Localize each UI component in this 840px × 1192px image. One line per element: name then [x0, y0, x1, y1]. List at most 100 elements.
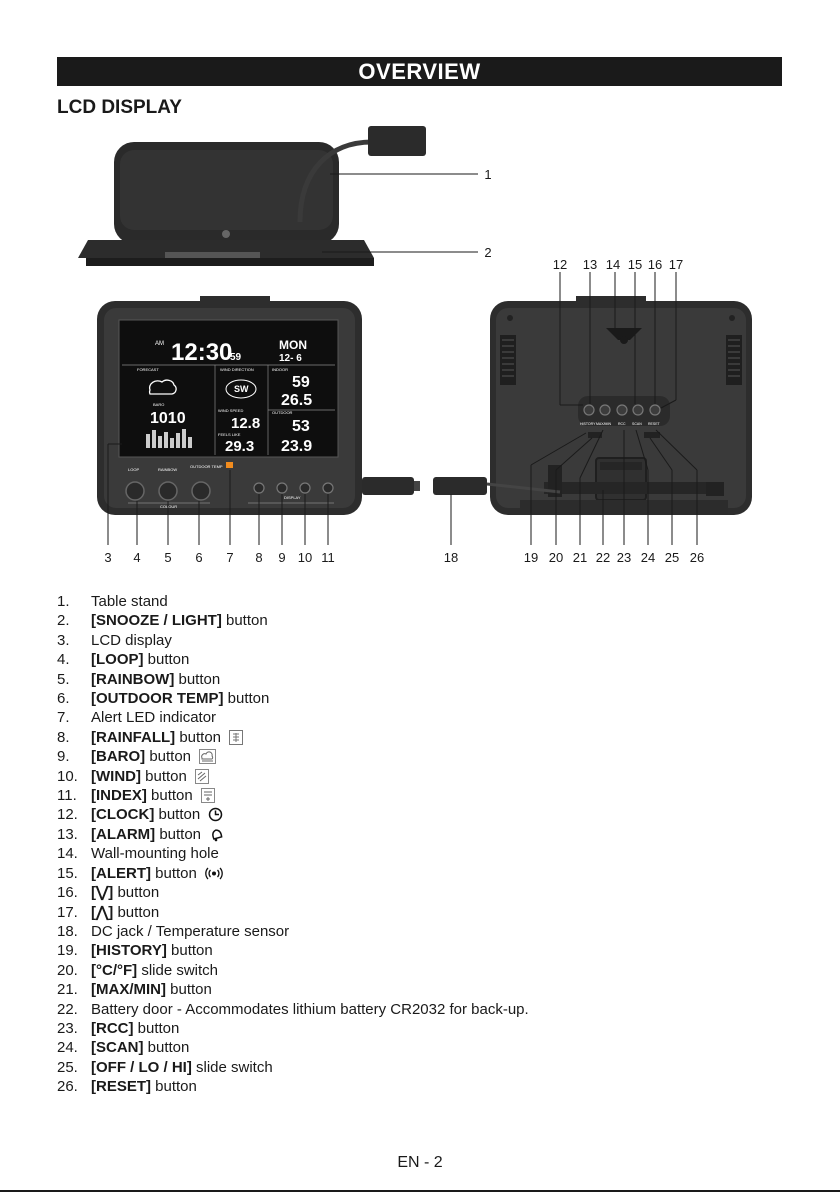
lcd-feels-like-temp: 29.3	[225, 438, 254, 455]
list-item: 13.[ALARM] button	[57, 825, 529, 844]
reset-label: RESET	[648, 422, 661, 426]
alert-icon	[205, 867, 223, 880]
rainbow-label: RAINBOW	[158, 467, 177, 472]
lcd-day: MON	[279, 338, 307, 352]
callout-22: 22	[596, 550, 610, 565]
rcc-label: RCC	[618, 422, 626, 426]
callout-20: 20	[549, 550, 563, 565]
callout-3: 3	[104, 550, 111, 565]
list-item: 11.[INDEX] button	[57, 786, 529, 805]
display-label: DISPLAY	[284, 495, 301, 500]
lcd-baro-label: BARO	[153, 402, 164, 407]
list-item: 12.[CLOCK] button	[57, 805, 529, 824]
loop-button[interactable]	[125, 481, 145, 501]
callout-6: 6	[195, 550, 202, 565]
wind-icon	[195, 768, 210, 784]
callout-9: 9	[278, 550, 285, 565]
lcd-time: 12:30	[171, 339, 232, 366]
list-item: 26.[RESET] button	[57, 1078, 197, 1096]
callout-5: 5	[164, 550, 171, 565]
page-title: OVERVIEW	[57, 57, 782, 86]
lcd-indoor-label: INDOOR	[272, 367, 288, 372]
outdoor-temp-label: OUTDOOR TEMP	[190, 464, 223, 469]
callout-13: 13	[583, 257, 597, 272]
callout-1: 1	[484, 167, 491, 182]
page-number: EN - 2	[397, 1154, 443, 1171]
baro-button[interactable]	[276, 482, 288, 494]
index-icon	[200, 788, 215, 804]
callout-18: 18	[444, 550, 458, 565]
callout-26: 26	[690, 550, 704, 565]
lcd-wind-direction-label: WIND DIRECTION	[220, 367, 254, 372]
lcd-wind-speed: 12.8	[231, 415, 260, 432]
front-device: AM 12:30 59 MON 12- 6 FORECAST WIND DIRE…	[97, 296, 420, 515]
wind-button[interactable]	[299, 482, 311, 494]
callout-25: 25	[665, 550, 679, 565]
clock-button[interactable]	[583, 404, 595, 416]
lcd-seconds: 59	[230, 352, 242, 363]
down-button[interactable]	[632, 404, 644, 416]
callout-7: 7	[226, 550, 233, 565]
list-item: 20.[°C/°F] slide switch	[57, 961, 219, 979]
bell-icon	[212, 829, 223, 842]
rainfall-icon	[229, 729, 244, 745]
list-item: 5.[RAINBOW] button	[57, 670, 221, 688]
callout-16: 16	[648, 257, 662, 272]
section-heading: LCD DISPLAY	[57, 97, 182, 118]
list-item: 6.[OUTDOOR TEMP] button	[57, 690, 270, 708]
lcd-am: AM	[155, 341, 164, 347]
list-item: 9.[BARO] button	[57, 747, 529, 766]
lcd-date: 12- 6	[279, 353, 302, 364]
leader-lines	[107, 173, 698, 545]
loop-label: LOOP	[128, 467, 139, 472]
list-item: 10.[WIND] button	[57, 767, 529, 786]
list-item: 1.Table stand	[57, 593, 168, 610]
callout-17: 17	[669, 257, 683, 272]
list-item: 22.Battery door - Accommodates lithium b…	[57, 1000, 529, 1018]
maxmin-label: MAX/MIN	[596, 422, 611, 426]
callout-10: 10	[298, 550, 312, 565]
lcd-wind-speed-label: WIND SPEED	[218, 408, 243, 413]
callout-19: 19	[524, 550, 538, 565]
callout-4: 4	[133, 550, 140, 565]
lcd-wind-dir: SW	[234, 384, 249, 394]
lcd-forecast-label: FORECAST	[137, 367, 159, 372]
callout-21: 21	[573, 550, 587, 565]
alert-button[interactable]	[616, 404, 628, 416]
clock-icon	[209, 808, 223, 822]
colour-label: COLOUR	[160, 504, 177, 509]
callout-14: 14	[606, 257, 620, 272]
list-item: 2.[SNOOZE / LIGHT] button	[57, 612, 268, 630]
list-item: 17.[⋀] button	[57, 903, 160, 921]
list-item: 23.[RCC] button	[57, 1019, 180, 1037]
list-item: 25.[OFF / LO / HI] slide switch	[57, 1058, 273, 1076]
callout-numbers: 1 2 3 4 5 6 7 8 9 10 11 12 13 14 15 16 1…	[104, 167, 704, 565]
baro-icon	[199, 749, 217, 765]
outdoor-temp-button[interactable]	[191, 481, 211, 501]
list-item: 19.[HISTORY] button	[57, 942, 213, 960]
callout-8: 8	[255, 550, 262, 565]
top-view-device	[78, 126, 426, 266]
history-label: HISTORY	[580, 422, 596, 426]
callout-11: 11	[321, 550, 335, 565]
lcd-feels-like-label: FEELS LIKE	[218, 432, 241, 437]
list-item: 14.Wall-mounting hole	[57, 845, 219, 863]
lcd-outdoor-humidity: 53	[292, 418, 310, 435]
callout-2: 2	[484, 245, 491, 260]
bottom-rule	[0, 1190, 840, 1192]
list-item: 8.[RAINFALL] button	[57, 728, 529, 747]
alert-led	[226, 462, 233, 468]
callout-12: 12	[553, 257, 567, 272]
up-button[interactable]	[649, 404, 661, 416]
callout-24: 24	[641, 550, 655, 565]
index-button[interactable]	[322, 482, 334, 494]
rainfall-button[interactable]	[253, 482, 265, 494]
lcd-outdoor-label: OUTDOOR	[272, 410, 293, 415]
list-item: 4.[LOOP] button	[57, 651, 190, 669]
rainbow-button[interactable]	[158, 481, 178, 501]
lcd-indoor-temp: 26.5	[281, 392, 312, 409]
callout-15: 15	[628, 257, 642, 272]
alarm-button[interactable]	[599, 404, 611, 416]
list-item: 7.Alert LED indicator	[57, 709, 217, 727]
lcd-baro-value: 1010	[150, 410, 186, 427]
